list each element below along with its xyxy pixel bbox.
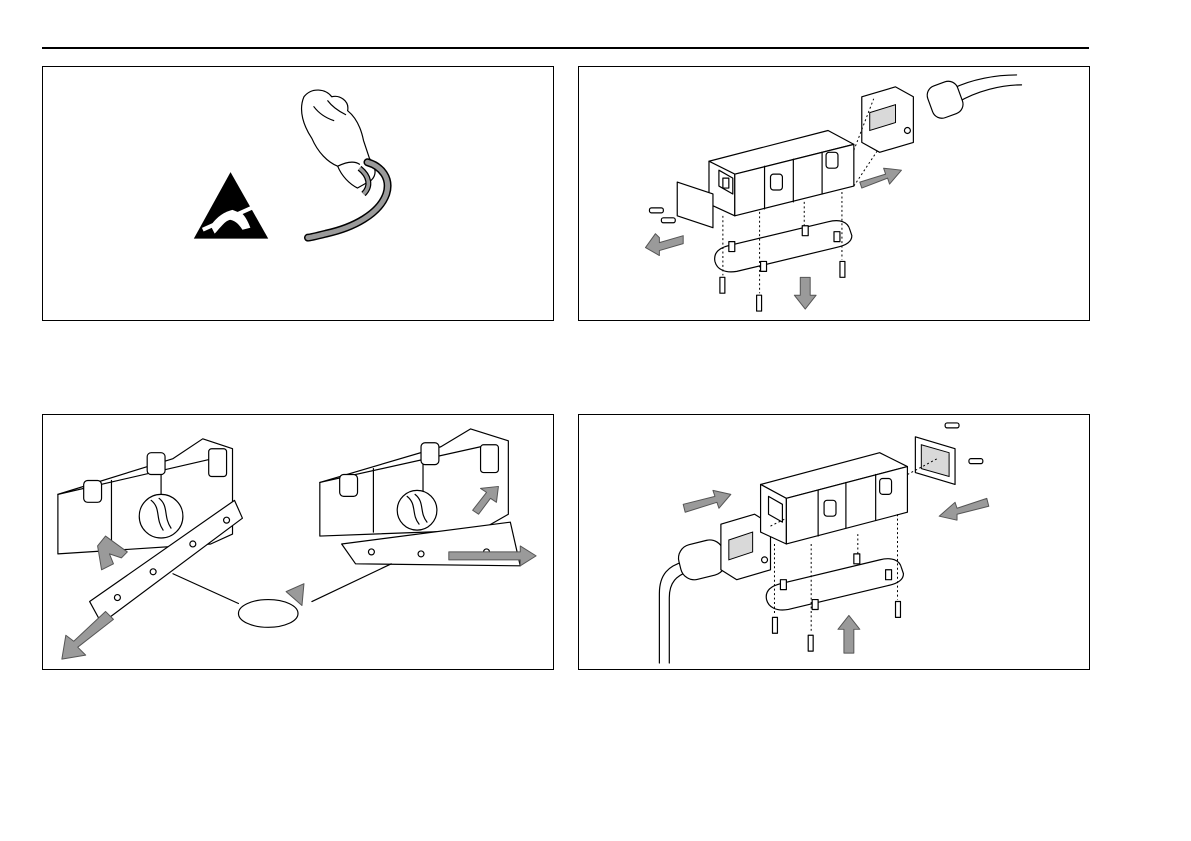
end-cover-right-icon	[915, 423, 982, 485]
disassembly-illustration	[579, 67, 1089, 320]
pcb-removal-panel	[42, 414, 554, 670]
reassembly-panel	[578, 414, 1090, 670]
bottom-plate-icon	[715, 221, 852, 272]
esd-warning-panel	[42, 66, 554, 321]
disassembly-panel	[578, 66, 1090, 321]
header-rule	[42, 47, 1089, 49]
esd-illustration	[43, 67, 553, 320]
esd-warning-icon	[194, 172, 268, 238]
rotate-icon	[173, 564, 391, 628]
wrist-strap-icon	[302, 90, 388, 238]
pcb-removal-illustration	[43, 415, 553, 669]
reassembly-illustration	[579, 415, 1089, 669]
bottom-plate-icon	[766, 554, 903, 610]
sensor-housing-icon	[709, 130, 854, 215]
cable-connector-icon	[659, 514, 770, 663]
end-cover-left-icon	[649, 182, 712, 228]
sensor-housing-icon	[761, 453, 908, 544]
detail-circle-icon	[139, 494, 183, 538]
cable-connector-icon	[862, 75, 1022, 152]
